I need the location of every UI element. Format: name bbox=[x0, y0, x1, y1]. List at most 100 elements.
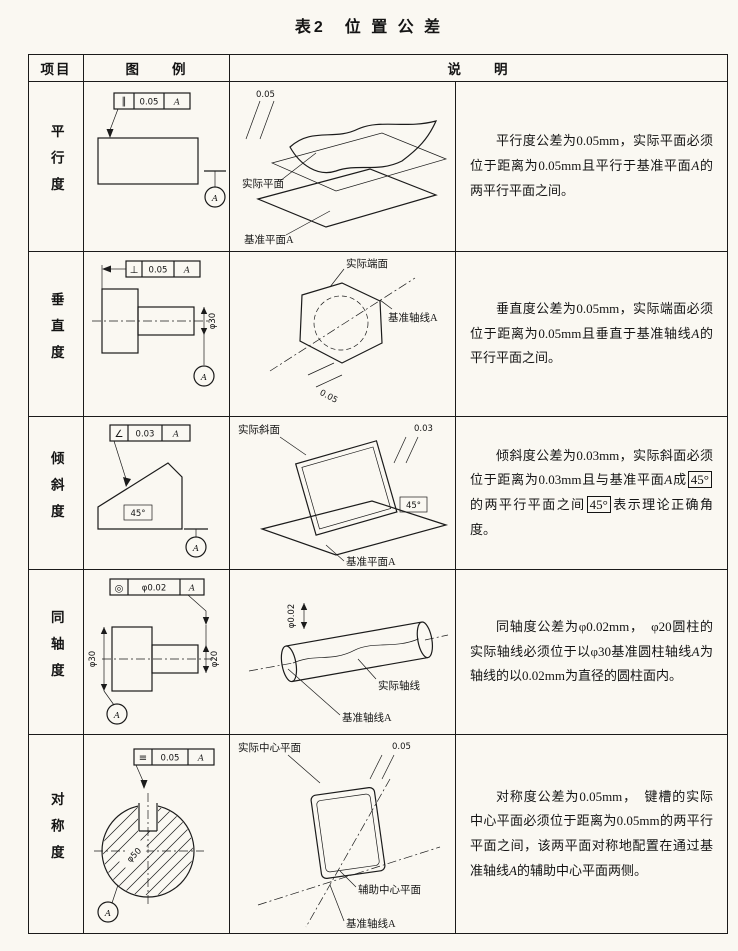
datum-symbol: A bbox=[103, 690, 128, 725]
angularity-3d-figure: 实际斜面 0.03 45° bbox=[229, 416, 456, 570]
row-parallelism: 平行度 ∥ 0.05 A bbox=[28, 81, 728, 252]
datum-plane bbox=[256, 167, 438, 228]
page-title: 表2 位 置 公 差 bbox=[294, 19, 444, 36]
tolerance-dimension: φ0.02 bbox=[287, 603, 308, 629]
row-symmetry: 对称度 ≡ 0.05 A bbox=[28, 734, 728, 934]
tolerance-frame: ⊥ 0.05 A bbox=[125, 260, 201, 278]
angularity-symbol-icon: ∠ bbox=[115, 429, 124, 440]
frame-value: 0.05 bbox=[161, 754, 180, 764]
item-perpendicularity: 垂直度 bbox=[28, 251, 84, 417]
part-outline bbox=[97, 462, 183, 530]
part-outline bbox=[97, 136, 199, 185]
actual-plane-label: 实际平面 bbox=[242, 177, 284, 190]
parallelism-3d-figure: 0.05 实际平面 基准平面A bbox=[229, 81, 456, 252]
datum-plane-label: 基准平面A bbox=[346, 555, 396, 568]
explanation-text: 同轴度公差为φ0.02mm， φ20圆柱的实际轴线必须位于以φ30基准圆柱轴线A… bbox=[470, 618, 713, 684]
frame-datum: A bbox=[197, 754, 204, 764]
dimension-phi20: φ20 bbox=[202, 625, 220, 673]
parallelism-2d-figure: ∥ 0.05 A A bbox=[83, 81, 230, 252]
angle-label: 45° bbox=[406, 501, 421, 511]
angle-label: 45° bbox=[130, 509, 145, 519]
perpendicularity-explanation: 垂直度公差为0.05mm，实际端面必须位于距离为0.05mm且垂直于基准轴线A的… bbox=[455, 251, 728, 417]
tolerance-value-label: 0.03 bbox=[414, 424, 433, 434]
item-parallelism: 平行度 bbox=[28, 81, 84, 252]
shaft-phi20 bbox=[151, 644, 199, 674]
dimension-phi30: φ30 bbox=[88, 627, 108, 691]
parallelism-2d-drawing: ∥ 0.05 A A bbox=[97, 91, 226, 208]
perpendicularity-3d-figure: 实际端面 基准轴线A 0.05 bbox=[229, 251, 456, 417]
coaxiality-3d-figure: φ0.02 实际轴线 基准轴线A bbox=[229, 569, 456, 735]
actual-end-face bbox=[299, 282, 383, 364]
row-coaxiality: 同轴度 ◎ φ0.02 A bbox=[28, 569, 728, 735]
inclined-plane bbox=[294, 440, 398, 536]
datum-symbol: A bbox=[204, 169, 226, 208]
header-legend: 图 例 bbox=[83, 54, 230, 82]
actual-face-label: 实际端面 bbox=[346, 257, 388, 270]
explanation-text: 平行度公差为0.05mm，实际平面必须位于距离为0.05mm且平行于基准平面A的… bbox=[470, 133, 713, 198]
frame-datum: A bbox=[172, 430, 179, 440]
tolerance-frame: ∠ 0.03 A bbox=[109, 424, 191, 442]
angularity-3d-drawing: 实际斜面 0.03 45° bbox=[238, 423, 449, 568]
datum-symbol: A bbox=[184, 528, 208, 558]
perpendicularity-2d-drawing: ⊥ 0.05 A bbox=[92, 260, 218, 387]
tolerance-frame: ∥ 0.05 A bbox=[113, 91, 191, 110]
keyway-block bbox=[310, 787, 386, 879]
tolerance-value-label: φ0.02 bbox=[287, 604, 297, 629]
datum-axis-label: 基准轴线A bbox=[342, 711, 392, 724]
item-angularity: 倾斜度 bbox=[28, 416, 84, 570]
tolerance-value-label: 0.05 bbox=[392, 742, 411, 752]
item-label: 垂直度 bbox=[48, 291, 64, 372]
datum-letter: A bbox=[104, 909, 111, 919]
dim-phi20-label: φ20 bbox=[210, 651, 220, 667]
frame-datum: A bbox=[183, 266, 190, 276]
perpendicularity-2d-figure: ⊥ 0.05 A bbox=[83, 251, 230, 417]
angularity-2d-drawing: ∠ 0.03 A 45° bbox=[97, 424, 208, 558]
datum-letter: A bbox=[192, 544, 199, 554]
dim-phi30-label: φ30 bbox=[88, 651, 98, 667]
actual-surface bbox=[289, 119, 438, 173]
parallelism-symbol-icon: ∥ bbox=[122, 96, 127, 107]
symmetry-3d-drawing: 实际中心平面 0.05 辅助中心平面 基准轴线A bbox=[238, 741, 441, 930]
tolerance-zone-plane bbox=[270, 132, 448, 191]
perpendicularity-3d-drawing: 实际端面 基准轴线A 0.05 bbox=[269, 257, 438, 406]
frame-value: 0.05 bbox=[149, 266, 168, 276]
cylinder bbox=[280, 621, 434, 683]
item-label: 同轴度 bbox=[48, 609, 64, 690]
datum-plane bbox=[259, 500, 449, 556]
datum-axis-label: 基准轴线A bbox=[388, 311, 438, 324]
datum-letter: A bbox=[200, 373, 207, 383]
hidden-circle bbox=[313, 295, 369, 351]
explanation-text: 对称度公差为0.05mm， 键槽的实际中心平面必须位于距离为0.05mm的两平行… bbox=[470, 788, 713, 878]
row-angularity: 倾斜度 ∠ 0.03 A bbox=[28, 416, 728, 570]
diameter-dimension: φ30 bbox=[200, 307, 218, 335]
parallelism-explanation: 平行度公差为0.05mm，实际平面必须位于距离为0.05mm且平行于基准平面A的… bbox=[455, 81, 728, 252]
item-label: 平行度 bbox=[48, 124, 64, 204]
header-row: 项目 图 例 说 明 bbox=[28, 54, 728, 82]
frame-value: 0.05 bbox=[140, 97, 159, 107]
symmetry-symbol-icon: ≡ bbox=[139, 753, 147, 764]
item-symmetry: 对称度 bbox=[28, 734, 84, 934]
row-perpendicularity: 垂直度 ⊥ 0.05 A bbox=[28, 251, 728, 417]
dim-phi30-label: φ30 bbox=[208, 313, 218, 329]
datum-letter: A bbox=[211, 194, 218, 204]
frame-datum: A bbox=[188, 584, 195, 594]
frame-value: φ0.02 bbox=[142, 584, 167, 594]
explanation-text: 垂直度公差为0.05mm，实际端面必须位于距离为0.05mm且垂直于基准轴线A的… bbox=[470, 300, 713, 366]
tolerance-frame: ≡ 0.05 A bbox=[133, 748, 215, 766]
datum-symbol: A bbox=[97, 884, 119, 923]
basic-angle-box: 45° bbox=[399, 496, 428, 513]
basic-angle-box: 45° bbox=[123, 504, 153, 521]
parallelism-3d-drawing: 0.05 实际平面 基准平面A bbox=[242, 90, 448, 246]
perpendicularity-symbol-icon: ⊥ bbox=[130, 265, 139, 276]
symmetry-2d-drawing: ≡ 0.05 A bbox=[94, 748, 215, 923]
coaxiality-explanation: 同轴度公差为φ0.02mm， φ20圆柱的实际轴线必须位于以φ30基准圆柱轴线A… bbox=[455, 569, 728, 735]
symmetry-3d-figure: 实际中心平面 0.05 辅助中心平面 基准轴线A bbox=[229, 734, 456, 934]
actual-face-label: 实际斜面 bbox=[238, 423, 280, 436]
datum-letter: A bbox=[113, 711, 120, 721]
angularity-2d-figure: ∠ 0.03 A 45° bbox=[83, 416, 230, 570]
dimension-phi50: φ50 bbox=[118, 839, 149, 870]
item-label: 对称度 bbox=[48, 791, 64, 872]
